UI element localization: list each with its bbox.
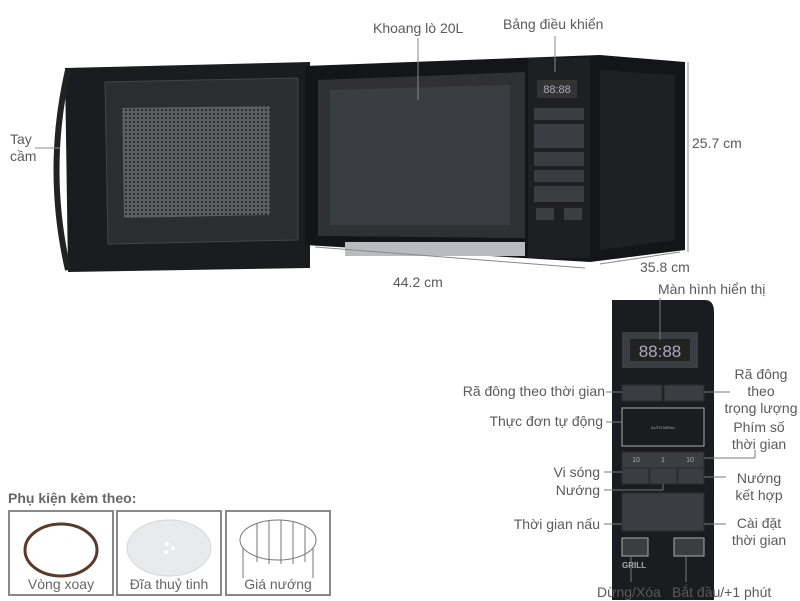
label-cavity: Khoang lò 20L	[373, 20, 464, 36]
label-line: Cài đặt	[736, 515, 782, 531]
microwave-body: 88:88	[305, 55, 685, 262]
accessory-label: Giá nướng	[244, 576, 312, 592]
label-defrost-time: Rã đông theo thời gian	[462, 383, 605, 399]
accessory-label: Đĩa thuỷ tinh	[129, 576, 209, 592]
label-line: trọng lượng	[724, 400, 798, 416]
label-cook-time: Thời gian nấu	[513, 516, 600, 532]
number-button-label: 10	[686, 457, 694, 464]
display-digits: 88:88	[639, 342, 682, 361]
accessory-grill-rack: Giá nướng	[225, 510, 331, 596]
label-width: 44.2 cm	[393, 274, 443, 290]
label-height: 25.7 cm	[692, 135, 742, 151]
panel-leader-lines	[604, 298, 756, 582]
turntable-ring-icon	[23, 522, 99, 578]
accessory-glass-plate: Đĩa thuỷ tinh	[116, 510, 222, 596]
label-line: thời gian	[731, 436, 787, 452]
door-handle	[53, 69, 71, 271]
label-grill: Nướng	[555, 482, 600, 498]
number-button-label: 1	[661, 457, 665, 464]
grill-rack-icon	[239, 519, 317, 578]
label-line: Nướng	[736, 470, 782, 486]
label-display: Màn hình hiển thị	[658, 281, 766, 297]
auto-menu-text: AUTO MENU	[651, 425, 675, 430]
dimension-lines	[35, 36, 689, 269]
control-panel-closeup: 88:88 AUTO MENU 10 1 10 GRILL	[612, 300, 714, 600]
label-line: cầm	[10, 148, 37, 164]
label-stop-clear: Dừng/Xóa	[597, 584, 661, 600]
label-start: Bắt đầu/+1 phút	[672, 584, 772, 600]
glass-plate-icon	[126, 519, 212, 577]
svg-text:88:88: 88:88	[543, 84, 571, 96]
label-line: kết hợp	[735, 487, 783, 503]
number-button-label: 10	[632, 457, 640, 464]
label-line: theo	[747, 383, 775, 399]
brand-logo: GRILL	[622, 561, 646, 570]
microwave-door	[53, 62, 310, 272]
label-microwave: Vi sóng	[553, 464, 600, 480]
label-line: Tay	[10, 131, 32, 147]
accessories-title: Phụ kiện kèm theo:	[8, 490, 137, 506]
label-control-panel: Bảng điều khiển	[503, 16, 604, 32]
label-line: Rã đông	[734, 366, 788, 382]
label-line: thời gian	[731, 532, 787, 548]
label-auto-menu: Thực đơn tự động	[489, 413, 603, 429]
label-depth: 35.8 cm	[640, 259, 690, 275]
accessory-label: Vòng xoay	[27, 576, 95, 592]
accessory-turntable-ring: Vòng xoay	[8, 510, 114, 596]
label-line: Phím số	[733, 419, 785, 435]
